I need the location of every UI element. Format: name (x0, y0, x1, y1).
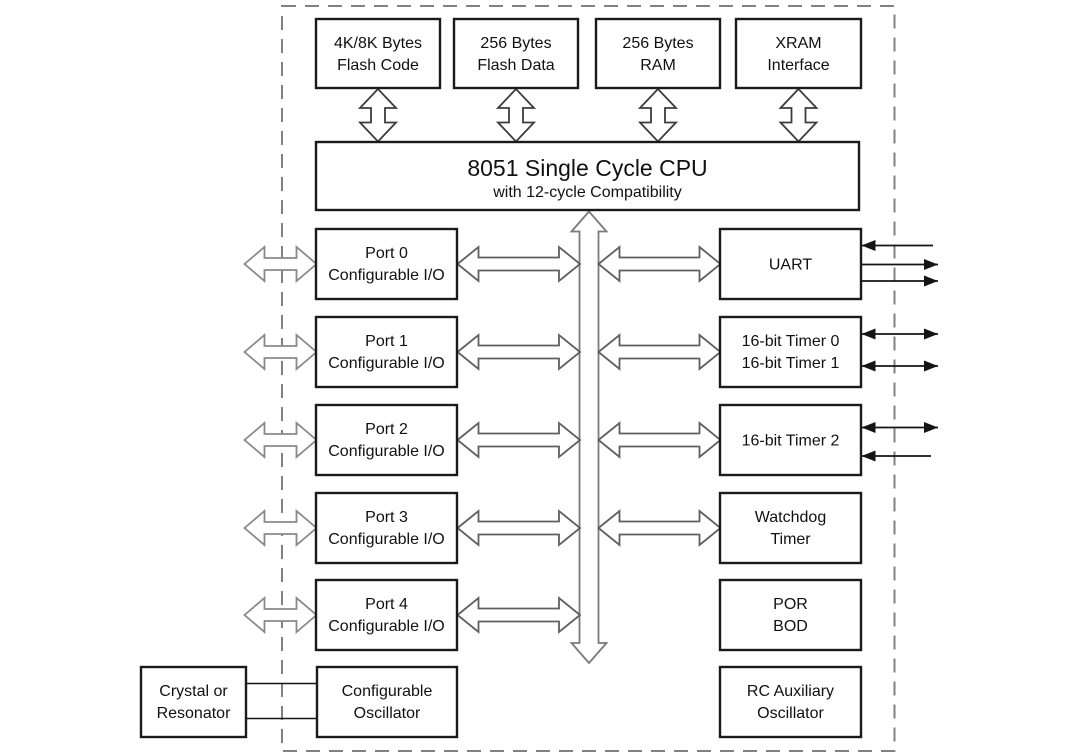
flash-code-bus-arrow (357, 87, 399, 143)
port-2-label-1: Port 2 (365, 421, 408, 438)
por-bod-label-1: POR (773, 596, 808, 613)
port-1-bus-arrow (456, 333, 582, 371)
block-uart: UART (718, 227, 863, 301)
cpu-subtitle: with 12-cycle Compatibility (492, 184, 682, 201)
block-xram-interface: XRAM Interface (734, 17, 863, 90)
block-flash-code: 4K/8K Bytes Flash Code (314, 17, 442, 90)
block-cpu: 8051 Single Cycle CPU with 12-cycle Comp… (314, 140, 861, 212)
timer01-io-arrow-1 (861, 328, 938, 340)
xram-label-2: Interface (767, 57, 829, 74)
watchdog-label-1: Watchdog (755, 509, 826, 526)
flash-data-bus-arrow (495, 87, 537, 143)
crystal-label-2: Resonator (157, 705, 231, 722)
block-flash-data: 256 Bytes Flash Data (452, 17, 580, 90)
block-por-bod: POR BOD (718, 578, 863, 652)
port-0-label-1: Port 0 (365, 245, 408, 262)
osc-label-2: Oscillator (354, 705, 421, 722)
port-2-bus-arrow (456, 421, 582, 459)
port-4-external-io-arrow (243, 596, 318, 634)
flash-code-label-1: 4K/8K Bytes (334, 35, 422, 52)
uart-tx-arrow-1 (861, 259, 938, 270)
port-2-external-io-arrow (243, 421, 318, 459)
block-timer-0-1: 16-bit Timer 0 16-bit Timer 1 (718, 315, 863, 389)
block-configurable-oscillator: Configurable Oscillator (315, 665, 459, 739)
block-timer-2: 16-bit Timer 2 (718, 403, 863, 477)
xram-label-1: XRAM (775, 35, 821, 52)
flash-code-label-2: Flash Code (337, 57, 419, 74)
block-port-2: Port 2 Configurable I/O (314, 403, 459, 477)
block-port-3: Port 3 Configurable I/O (314, 491, 459, 565)
port-4-bus-arrow (456, 596, 582, 634)
port-3-external-io-arrow (243, 509, 318, 547)
port-1-label-2: Configurable I/O (328, 355, 445, 372)
block-watchdog-timer: Watchdog Timer (718, 491, 863, 565)
timer2-bus-arrow (597, 421, 722, 459)
osc-label-1: Configurable (342, 683, 433, 700)
uart-tx-arrow-2 (861, 275, 938, 287)
block-crystal-resonator: Crystal or Resonator (139, 665, 248, 739)
por-bod-label-2: BOD (773, 618, 808, 635)
block-port-1: Port 1 Configurable I/O (314, 315, 459, 389)
ram-label-1: 256 Bytes (622, 35, 693, 52)
port-3-bus-arrow (456, 509, 582, 547)
uart-label: UART (769, 257, 812, 274)
block-ram: 256 Bytes RAM (594, 17, 722, 90)
flash-data-label-1: 256 Bytes (480, 35, 551, 52)
system-bus-arrow (569, 210, 609, 665)
ram-bus-arrow (637, 87, 679, 143)
timer01-bus-arrow (597, 333, 722, 371)
port-1-external-io-arrow (243, 333, 318, 371)
port-1-label-1: Port 1 (365, 333, 408, 350)
timer2-io-arrow (861, 422, 938, 433)
port-4-label-1: Port 4 (365, 596, 408, 613)
block-port-4: Port 4 Configurable I/O (314, 578, 459, 652)
watchdog-bus-arrow (597, 509, 722, 547)
timer01-io-arrow-2 (861, 360, 938, 372)
port-0-label-2: Configurable I/O (328, 267, 445, 284)
port-2-label-2: Configurable I/O (328, 443, 445, 460)
timer01-label-1: 16-bit Timer 0 (742, 333, 840, 350)
cpu-title: 8051 Single Cycle CPU (467, 155, 707, 181)
rc-aux-osc-label-1: RC Auxiliary (747, 683, 834, 700)
xram-bus-arrow (778, 87, 819, 143)
port-0-bus-arrow (456, 245, 582, 283)
chip-boundary (281, 5, 896, 752)
crystal-label-1: Crystal or (159, 683, 228, 700)
port-0-external-io-arrow (243, 245, 318, 283)
timer2-label: 16-bit Timer 2 (742, 433, 840, 450)
timer01-label-2: 16-bit Timer 1 (742, 355, 840, 372)
flash-data-label-2: Flash Data (477, 57, 554, 74)
ram-label-2: RAM (640, 57, 676, 74)
block-port-0: Port 0 Configurable I/O (314, 227, 459, 301)
rc-aux-osc-label-2: Oscillator (757, 705, 824, 722)
port-4-label-2: Configurable I/O (328, 618, 445, 635)
timer2-in-arrow (861, 450, 931, 462)
uart-rx-arrow (861, 240, 933, 251)
port-3-label-1: Port 3 (365, 509, 408, 526)
block-rc-aux-oscillator: RC Auxiliary Oscillator (718, 665, 863, 739)
watchdog-label-2: Timer (770, 531, 811, 548)
uart-bus-arrow (597, 245, 722, 283)
port-3-label-2: Configurable I/O (328, 531, 445, 548)
